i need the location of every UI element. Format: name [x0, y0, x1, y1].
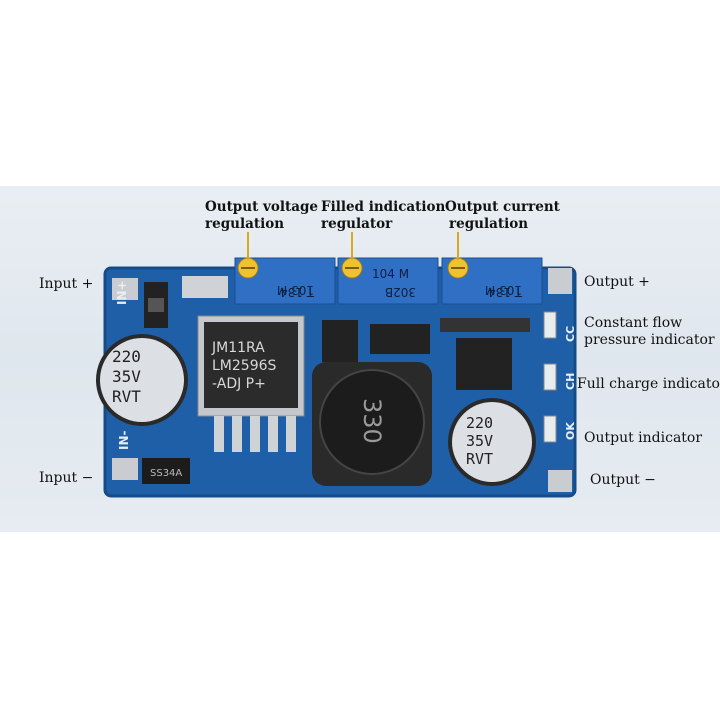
- label-output-current-2: regulation: [449, 216, 529, 232]
- pot-output-voltage: 103 M T 134: [234, 257, 336, 305]
- svg-text:RVT: RVT: [112, 387, 141, 406]
- resistor-array: [370, 324, 430, 354]
- silk-in-plus: IN+: [115, 280, 129, 305]
- svg-text:103 M: 103 M: [277, 283, 314, 297]
- led-output: [543, 415, 557, 443]
- svg-text:SS34A: SS34A: [150, 468, 182, 479]
- header-pins: [182, 276, 228, 298]
- silk-in-minus: IN-: [117, 430, 131, 450]
- label-input-minus: Input −: [39, 470, 94, 486]
- pot-output-current: 103 M T 134: [441, 257, 543, 305]
- label-output-plus: Output +: [584, 274, 650, 290]
- label-constant-flow-2: pressure indicator: [584, 332, 715, 348]
- svg-text:220: 220: [466, 414, 493, 432]
- led-constant-flow: [543, 311, 557, 339]
- silk-ok: OK: [564, 422, 577, 440]
- svg-text:302B: 302B: [385, 285, 416, 299]
- input-minus-pad: [112, 458, 138, 480]
- svg-text:220: 220: [112, 347, 141, 366]
- label-output-voltage-1: Output voltage: [205, 199, 318, 215]
- label-full-charge: Full charge indicator: [577, 376, 720, 392]
- silk-cc: CC: [564, 326, 577, 342]
- svg-text:LM2596S: LM2596S: [212, 358, 277, 374]
- svg-text:103 M: 103 M: [485, 283, 522, 297]
- transistor: [322, 320, 358, 362]
- svg-text:35V: 35V: [466, 432, 493, 450]
- inductor-330: 330: [312, 362, 432, 486]
- svg-text:330: 330: [358, 398, 386, 444]
- led-full-charge: [543, 363, 557, 391]
- label-output-current-1: Output current: [445, 199, 560, 215]
- svg-text:RVT: RVT: [466, 450, 493, 468]
- capacitor-right: 220 35V RVT: [448, 398, 536, 486]
- svg-text:35V: 35V: [112, 367, 141, 386]
- ic-op-amp: [456, 338, 512, 390]
- svg-text:104 M: 104 M: [372, 267, 409, 281]
- output-minus-pad: [548, 470, 572, 492]
- svg-text:T 134: T 134: [488, 285, 523, 299]
- label-filled-indication-1: Filled indication: [321, 199, 446, 215]
- input-plus-pad: [112, 278, 138, 300]
- svg-text:T 134: T 134: [280, 285, 315, 299]
- silk-ch: CH: [564, 373, 577, 390]
- svg-text:JM11RA: JM11RA: [211, 340, 265, 356]
- smd-resistors: [440, 318, 530, 332]
- diode-ss34a: SS34A: [142, 458, 190, 484]
- output-plus-pad: [548, 268, 572, 294]
- label-output-minus: Output −: [590, 472, 656, 488]
- lm2596s-chip: JM11RA LM2596S -ADJ P+: [197, 315, 305, 452]
- svg-text:-ADJ P+: -ADJ P+: [212, 376, 266, 392]
- label-filled-indication-2: regulator: [321, 216, 393, 232]
- label-input-plus: Input +: [39, 276, 94, 292]
- label-output-indicator: Output indicator: [584, 430, 703, 446]
- pot-filled-indication: 104 M 302B: [337, 257, 439, 305]
- label-output-voltage-2: regulation: [205, 216, 285, 232]
- label-constant-flow-1: Constant flow: [584, 315, 683, 331]
- capacitor-left: 220 35V RVT: [96, 334, 188, 426]
